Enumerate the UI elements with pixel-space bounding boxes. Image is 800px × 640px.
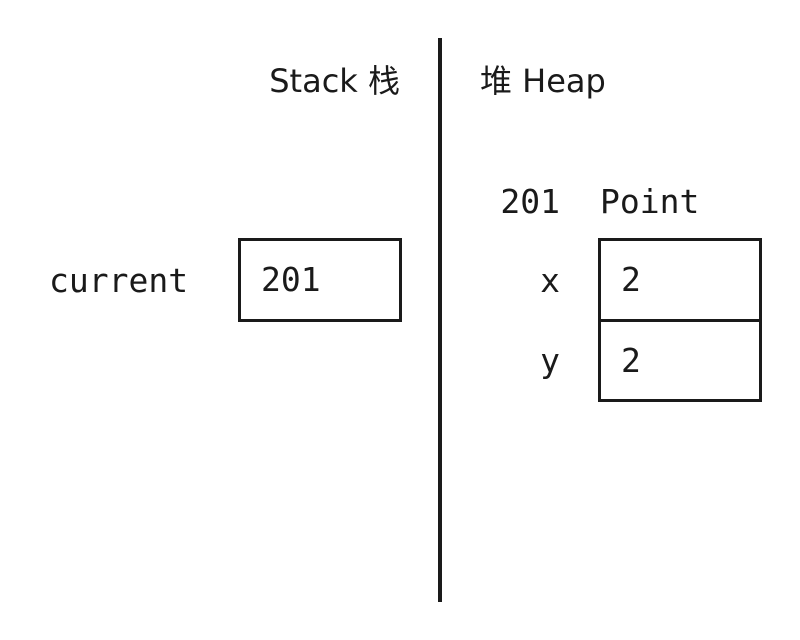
stack-title: Stack 栈 <box>269 62 400 100</box>
heap-field-box-y: 2 <box>598 319 762 402</box>
stack-variable-box: 201 <box>238 238 402 322</box>
heap-field-value-y: 2 <box>621 341 641 380</box>
heap-title: 堆 Heap <box>480 62 606 100</box>
heap-field-box-x: 2 <box>598 238 762 322</box>
heap-field-name-y: y <box>540 341 560 380</box>
heap-field-name-x: x <box>540 261 560 300</box>
heap-object-address: 201 <box>500 182 560 221</box>
stack-variable-name: current <box>49 261 189 300</box>
stack-variable-value: 201 <box>261 260 321 299</box>
heap-field-value-x: 2 <box>621 260 641 299</box>
stack-heap-divider <box>438 38 442 602</box>
heap-object-type: Point <box>600 182 700 221</box>
